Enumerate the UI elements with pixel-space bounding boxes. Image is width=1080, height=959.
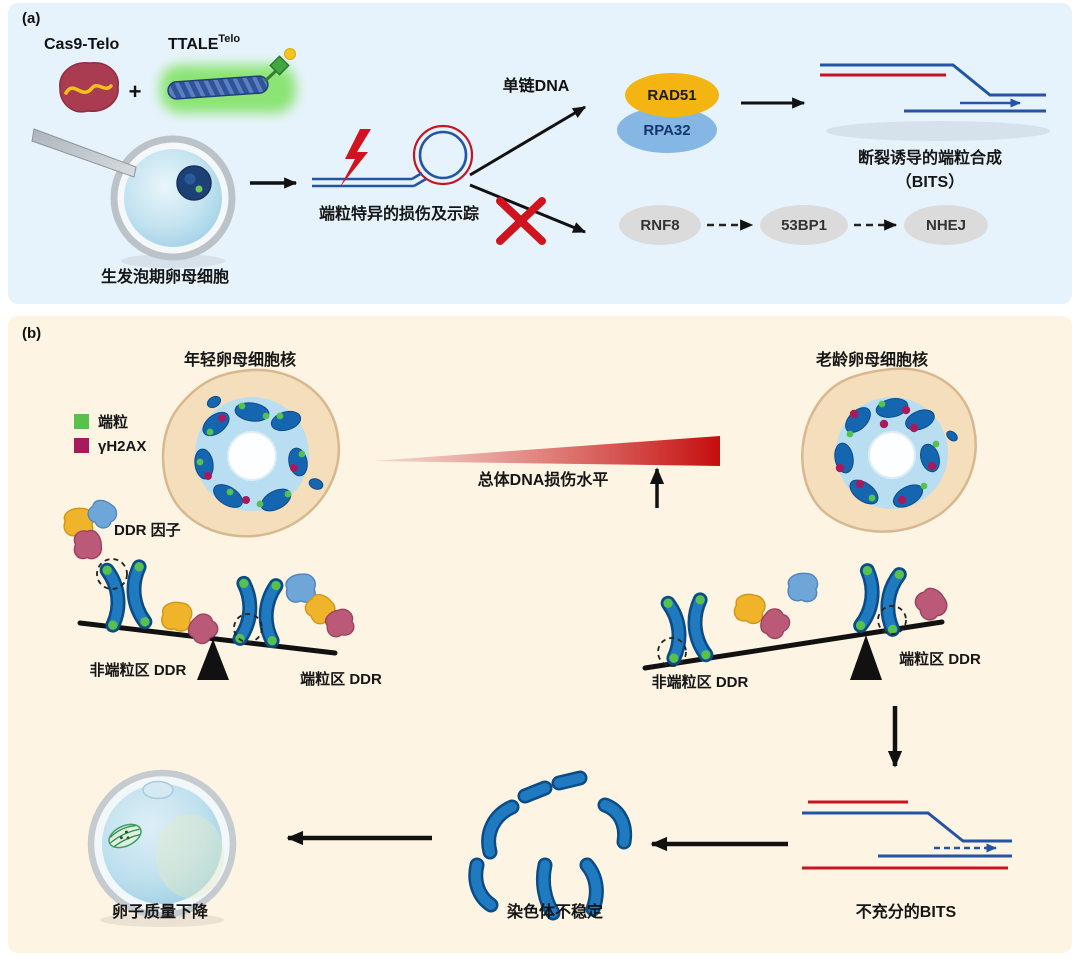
holding-pipette-icon (31, 128, 137, 178)
nhej-node: NHEJ (904, 205, 988, 245)
panel-b: (b) 年轻卵母细胞核 (8, 316, 1072, 953)
ttale-label: TTALETelo (168, 33, 240, 53)
egg-quality-label: 卵子质量下降 (112, 902, 209, 921)
chromosome-instability-group (468, 770, 633, 921)
rad51-label: RAD51 (647, 87, 696, 104)
ddr-factors-key: DDR 因子 (59, 494, 181, 563)
lightning-icon (340, 129, 371, 187)
ddr-pink-blob-icon (911, 583, 951, 624)
telomere-dots (846, 400, 940, 502)
ddr-blue-blob-icon (783, 568, 822, 607)
gv-oocyte-label: 生发泡期卵母细胞 (101, 267, 229, 286)
rpa32-node: RPA32 (617, 107, 717, 153)
damage-label: 端粒特异的损伤及示踪 (319, 204, 479, 223)
aged-seesaw-left-label: 非端粒区 DDR (652, 673, 749, 691)
nhej-label: NHEJ (926, 217, 966, 234)
node-53bp1: 53BP1 (760, 205, 848, 245)
chromosome-instability-label: 染色体不稳定 (506, 902, 603, 921)
panel-a: (a) Cas9-Telo + TTALETelo (8, 3, 1072, 304)
chromosome-icon (663, 595, 711, 663)
dashed-highlight-circle (657, 637, 687, 667)
ttale-construct-icon (160, 48, 296, 113)
legend-telomere-swatch (74, 414, 89, 429)
arrow-branch-down (469, 183, 587, 234)
fulcrum-icon (197, 639, 229, 680)
young-nucleus-label: 年轻卵母细胞核 (184, 350, 296, 369)
aged-nucleus (801, 367, 977, 533)
rpa32-label: RPA32 (643, 122, 690, 139)
telomere-dots (196, 402, 306, 508)
legend-gh2ax-swatch (74, 438, 89, 453)
dashed-highlight-circle (96, 558, 128, 590)
polar-body-icon (142, 780, 174, 800)
chromosome-icon (235, 578, 281, 645)
arrow-branch-up (469, 105, 587, 177)
legend: 端粒 γH2AX (74, 413, 146, 455)
bits-dna-schematic (820, 63, 1050, 141)
panel-b-label: (b) (22, 325, 41, 342)
rnf8-node: RNF8 (619, 205, 701, 245)
aged-nucleus-label: 老龄卵母细胞核 (815, 350, 928, 369)
label-53bp1: 53BP1 (781, 217, 827, 234)
gh2ax-dots (204, 414, 298, 504)
chromosome-icon (856, 566, 905, 635)
ssdna-label: 单链DNA (503, 76, 570, 95)
ttale-label-base: TTALE (168, 36, 219, 53)
cas9-label: Cas9-Telo (44, 36, 120, 53)
young-seesaw-left-label: 非端粒区 DDR (90, 661, 187, 679)
aged-seesaw-right-label: 端粒区 DDR (899, 650, 981, 668)
insufficient-bits-schematic (802, 800, 1012, 870)
rad51-node: RAD51 (625, 73, 719, 117)
damage-level-label: 总体DNA损伤水平 (478, 470, 609, 489)
young-seesaw-right-label: 端粒区 DDR (300, 670, 382, 688)
dashed-highlight-circle (877, 605, 907, 635)
bits-label-line1: 断裂诱导的端粒合成 (858, 148, 1002, 167)
declining-oocyte (87, 769, 237, 927)
ddr-pink-blob-icon (324, 608, 355, 638)
plus-sign: + (129, 79, 142, 104)
spindle-icon (108, 823, 142, 849)
aged-seesaw: 非端粒区 DDR 端粒区 DDR (642, 566, 981, 691)
rnf8-label: RNF8 (640, 217, 679, 234)
gv-oocyte (110, 135, 236, 268)
gh2ax-dots (835, 405, 937, 505)
dashed-highlight-circle (233, 613, 263, 643)
damage-gradient-wedge (372, 436, 720, 466)
ddr-factors-label: DDR 因子 (114, 522, 181, 539)
insufficient-bits-label: 不充分的BITS (856, 902, 957, 921)
fulcrum-icon (850, 635, 882, 680)
cas9-protein-icon (59, 62, 119, 113)
telomere-damage-schematic (312, 124, 474, 188)
ttale-label-sup: Telo (218, 33, 240, 45)
legend-telomere-label: 端粒 (98, 413, 128, 431)
red-cross-icon (496, 197, 546, 245)
bits-label-line2: （BITS） (896, 173, 964, 191)
young-nucleus (161, 368, 341, 538)
panel-a-label: (a) (22, 10, 40, 27)
legend-gh2ax-label: γH2AX (98, 438, 146, 455)
young-seesaw: 非端粒区 DDR 端粒区 DDR (77, 558, 382, 688)
